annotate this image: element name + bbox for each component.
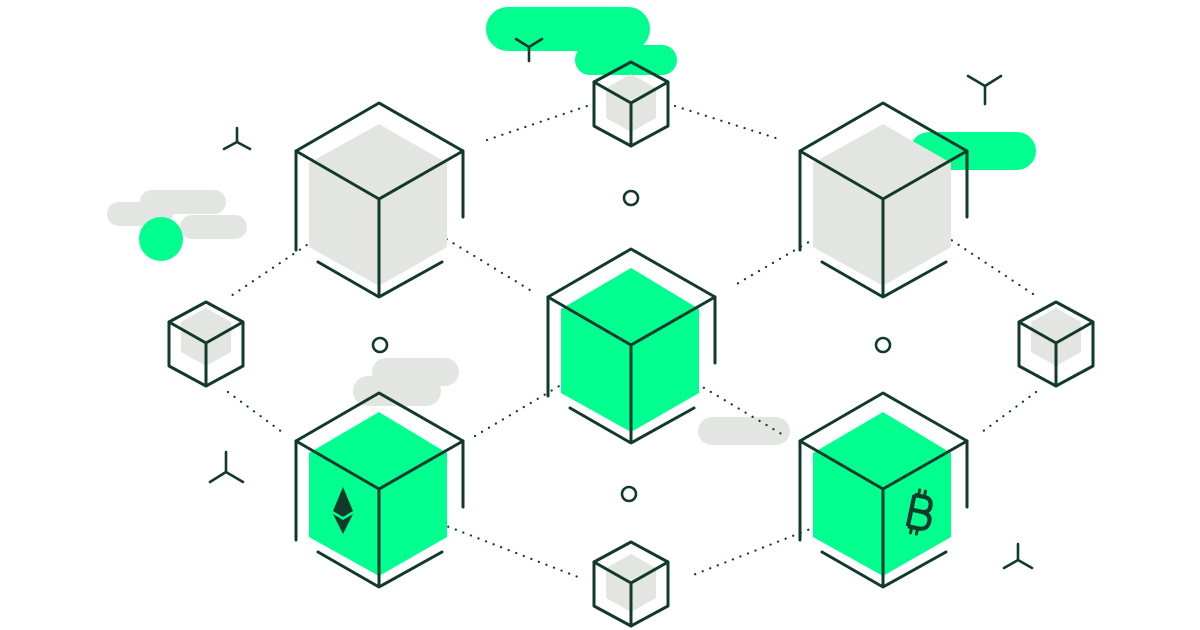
cube-bottom-left: [294, 391, 465, 589]
sparkle-icon: [1002, 542, 1034, 570]
sparkle-icon: [966, 74, 1003, 106]
sparkle-icon: [208, 450, 245, 484]
cube-small-left: [167, 300, 245, 388]
cube-top-right: [798, 101, 969, 299]
cloud-icon: [107, 190, 247, 239]
cloud-icon: [698, 417, 790, 445]
cloud-icon: [486, 7, 677, 75]
ring-icon: [371, 336, 389, 354]
cube-small-top: [592, 60, 670, 148]
cube-small-right: [1017, 300, 1095, 388]
ring-icon: [622, 189, 640, 207]
green-dot: [139, 217, 183, 261]
sparkle-icon: [514, 37, 544, 63]
cloud-icon: [353, 358, 459, 406]
bitcoin-icon: [905, 488, 933, 536]
sparkle-icon: [222, 126, 252, 151]
cube-small-bottom: [592, 540, 670, 628]
ethereum-icon: [333, 487, 353, 534]
ring-icon: [620, 485, 638, 503]
cube-top-left: [294, 101, 465, 299]
cube-center: [546, 247, 717, 445]
cube-bottom-right: [798, 391, 969, 589]
ring-icon: [874, 336, 892, 354]
